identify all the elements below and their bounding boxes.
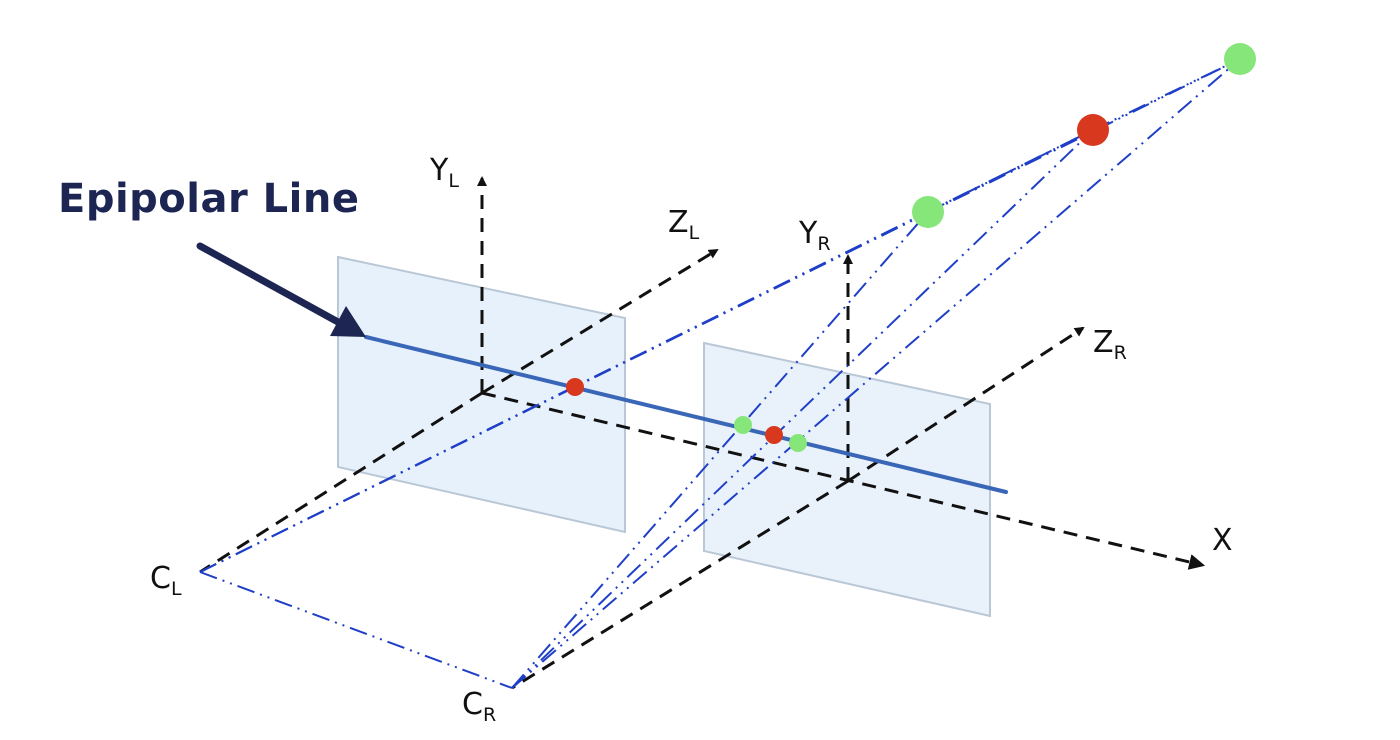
point-connector-mid-far — [1092, 58, 1241, 131]
c-right-label: CR — [462, 687, 496, 726]
right-image-red-point — [765, 426, 783, 444]
right-image-green-point-1 — [734, 416, 752, 434]
ray-cl-to-far-point — [199, 58, 1241, 573]
epipolar-line-label: Epipolar Line — [58, 176, 360, 222]
z-right-axis — [847, 326, 1085, 483]
right-camera-axis — [511, 479, 849, 690]
right-image-green-point-2 — [789, 434, 807, 452]
ray-cr-to-far-point — [511, 58, 1241, 689]
point-connector-near-mid — [927, 129, 1094, 213]
ray-cr-to-near-point — [511, 211, 929, 689]
far-green-point — [1224, 43, 1256, 75]
scene-points — [566, 43, 1256, 452]
left-camera-axis — [199, 391, 483, 574]
baseline — [199, 571, 513, 689]
c-left-label: CL — [150, 561, 182, 600]
mid-red-point — [1077, 114, 1109, 146]
ray-cr-to-mid-point — [511, 129, 1094, 689]
epipolar-line — [364, 335, 1008, 494]
x-axis — [481, 391, 1206, 570]
y-left-label: YL — [429, 153, 459, 192]
z-left-label: ZL — [668, 205, 700, 244]
epipolar-line-callout-arrow — [196, 242, 366, 337]
z-right-label: ZR — [1093, 325, 1127, 364]
x-axis-label: X — [1212, 523, 1233, 558]
projection-rays — [199, 58, 1241, 689]
left-image-red-point — [566, 378, 584, 396]
near-green-point — [912, 196, 944, 228]
y-right-label: YR — [798, 216, 831, 255]
coordinate-axes — [199, 176, 1206, 690]
